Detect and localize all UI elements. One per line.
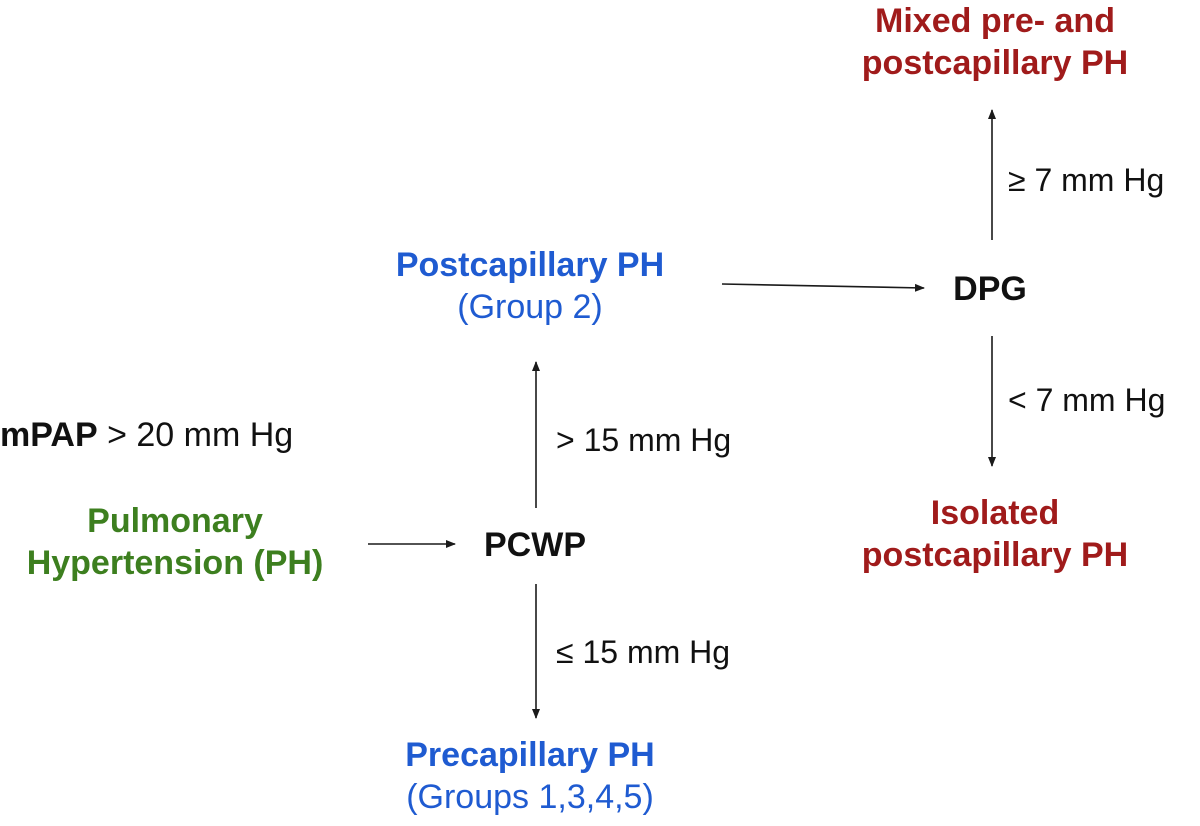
precapillary-subtitle: (Groups 1,3,4,5) bbox=[406, 778, 654, 816]
node-precapillary: Precapillary PH (Groups 1,3,4,5) bbox=[345, 734, 715, 818]
node-pulmonary-hypertension: Pulmonary Hypertension (PH) bbox=[0, 500, 350, 584]
arrow-postcapillary-to-dpg bbox=[721, 283, 925, 292]
node-postcapillary: Postcapillary PH (Group 2) bbox=[345, 244, 715, 328]
node-dpg: DPG bbox=[953, 270, 1027, 308]
isolated-line1: Isolated bbox=[930, 494, 1060, 532]
mixed-line2: postcapillary PH bbox=[861, 44, 1129, 82]
postcapillary-title: Postcapillary PH bbox=[395, 246, 665, 284]
postcapillary-subtitle: (Group 2) bbox=[457, 288, 603, 326]
ph-line1: Pulmonary bbox=[87, 502, 263, 540]
edge-label-pcwp-low: ≤ 15 mm Hg bbox=[556, 634, 731, 670]
mpap-threshold: > 20 mm Hg bbox=[97, 416, 294, 454]
mpap-criterion: mPAP > 20 mm Hg bbox=[0, 414, 293, 456]
node-pcwp: PCWP bbox=[484, 526, 586, 564]
edge-label-pcwp-high: > 15 mm Hg bbox=[556, 422, 732, 458]
edge-label-dpg-low: < 7 mm Hg bbox=[1008, 382, 1166, 418]
edge-label-dpg-high: ≥ 7 mm Hg bbox=[1008, 162, 1165, 198]
ph-line2: Hypertension (PH) bbox=[26, 544, 324, 582]
precapillary-title: Precapillary PH bbox=[405, 736, 655, 774]
node-isolated: Isolated postcapillary PH bbox=[820, 492, 1170, 576]
mixed-line1: Mixed pre- and bbox=[875, 2, 1115, 40]
isolated-line2: postcapillary PH bbox=[861, 536, 1129, 574]
mpap-label: mPAP bbox=[0, 416, 98, 454]
node-mixed: Mixed pre- and postcapillary PH bbox=[820, 0, 1170, 84]
